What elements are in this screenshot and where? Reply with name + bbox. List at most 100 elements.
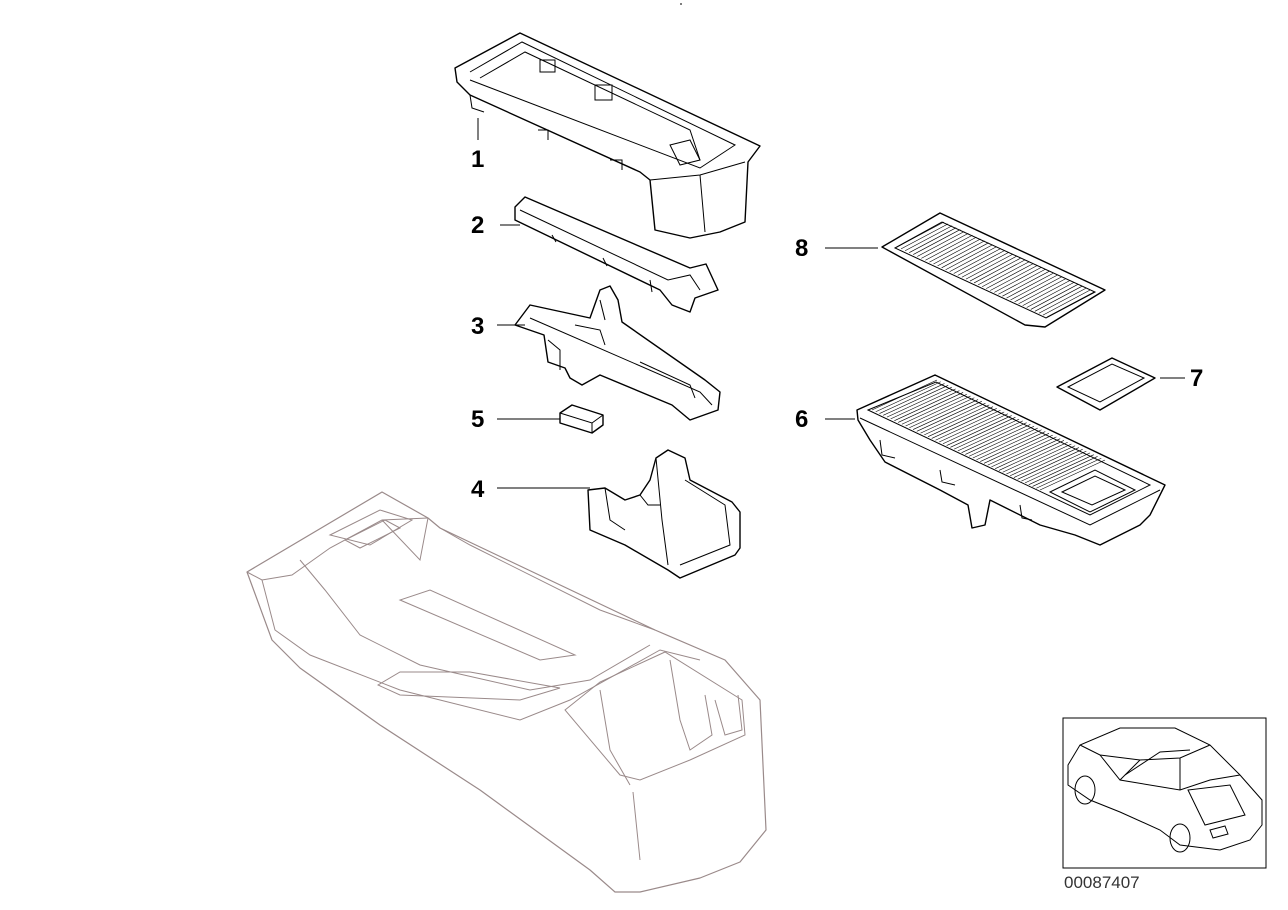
grille-slat <box>1018 278 1066 305</box>
part-1-storage-tray <box>454 32 761 239</box>
callout-numbers: 1 2 3 4 5 6 7 8 <box>471 146 1203 503</box>
car-icon <box>1067 727 1263 853</box>
grille-slat <box>949 246 997 272</box>
grille-slat <box>946 415 1012 446</box>
grille-slat <box>925 234 973 261</box>
grille-slat <box>961 252 1010 278</box>
grille-slat <box>983 433 1050 464</box>
grille-slat <box>957 250 1005 276</box>
grille-slat <box>1024 452 1091 484</box>
part-4-holder <box>587 449 741 579</box>
grille-slat <box>920 402 986 434</box>
grille-slat <box>1006 443 1072 475</box>
grille-slat <box>968 425 1035 457</box>
grille-slat <box>917 231 965 257</box>
center-console-outline <box>246 491 767 893</box>
grille-slat <box>1032 456 1098 487</box>
grille-slat <box>953 248 1001 274</box>
grille-slat <box>1010 445 1076 477</box>
grille-slat <box>981 261 1030 287</box>
vehicle-locator-inset <box>1062 717 1267 869</box>
reference-number: 00087407 <box>1064 873 1140 892</box>
grille-slat <box>957 420 1023 452</box>
grille-slat <box>890 388 956 420</box>
part-7-insert <box>1056 357 1156 411</box>
grille-slat <box>935 409 1001 441</box>
grille-slat <box>945 244 993 270</box>
grille-slat <box>1046 291 1095 318</box>
grille-slat <box>1002 270 1050 297</box>
grille-slat <box>976 429 1042 461</box>
grille-slat <box>1002 441 1068 473</box>
grille-slat <box>933 238 981 265</box>
grille-slat <box>924 404 990 436</box>
grille-slat <box>942 413 1009 445</box>
callout-3: 3 <box>471 313 484 340</box>
grille-slat <box>950 417 1016 448</box>
grille-slat <box>916 401 982 432</box>
grille-slat <box>894 390 960 421</box>
grille-slat <box>994 267 1042 293</box>
grille-slat <box>912 399 979 430</box>
grille-slat <box>965 253 1014 280</box>
part-3-bracket <box>514 285 721 421</box>
grille-slat <box>965 424 1031 455</box>
grille-slat <box>1013 447 1079 478</box>
callout-7: 7 <box>1190 365 1203 392</box>
grille-slat <box>969 255 1018 282</box>
grille-slat <box>905 395 971 427</box>
grille-slat <box>883 385 949 416</box>
grille-slat <box>990 265 1038 291</box>
stray-mark <box>680 3 682 5</box>
grille-slat <box>931 408 997 439</box>
callout-4: 4 <box>471 476 485 503</box>
grille-slat <box>986 263 1034 289</box>
part-6-tray <box>856 374 1166 546</box>
grille-slat <box>1017 449 1083 480</box>
grille-slat <box>1022 280 1070 306</box>
grille-slat <box>1026 282 1074 308</box>
grille-slat <box>980 431 1046 462</box>
grille-slat <box>879 383 945 414</box>
grille-slat <box>987 434 1053 466</box>
grille-slat <box>904 225 953 252</box>
grille-slat <box>954 418 1020 450</box>
part-6-slats <box>871 379 1106 491</box>
grille-slat <box>941 242 989 269</box>
grille-slat <box>913 229 961 255</box>
grille-slat <box>921 233 969 259</box>
grille-slat <box>875 381 941 413</box>
grille-slat <box>871 379 938 411</box>
grille-slat <box>1006 272 1054 299</box>
grille-slat <box>900 223 949 250</box>
grille-slat <box>1014 276 1062 303</box>
part-8-slats <box>896 221 1095 318</box>
grille-slat <box>939 411 1005 443</box>
grille-slat <box>1036 457 1102 489</box>
grille-slat <box>977 259 1026 286</box>
grille-slat <box>909 227 957 253</box>
grille-slat <box>1021 450 1087 482</box>
grille-slat <box>901 393 967 425</box>
grille-slat <box>998 440 1065 471</box>
grille-slat <box>1038 287 1087 314</box>
grille-slat <box>927 406 994 437</box>
grille-slat <box>929 236 977 263</box>
grille-slat <box>1042 289 1091 316</box>
grille-slat <box>886 386 953 418</box>
grille-slat <box>1030 284 1078 310</box>
part-2-trim-strip <box>514 196 719 313</box>
grille-slat <box>995 438 1061 469</box>
part-5-pad <box>559 404 604 434</box>
part-8-grille-cover <box>881 212 1106 328</box>
callout-6: 6 <box>795 406 808 433</box>
grille-slat <box>898 392 964 423</box>
callout-leaders <box>477 118 1185 489</box>
callout-1: 1 <box>471 146 484 173</box>
grille-slat <box>991 436 1057 468</box>
grille-slat <box>998 269 1046 295</box>
grille-slat <box>961 422 1027 453</box>
callout-8: 8 <box>795 235 808 262</box>
grille-slat <box>973 257 1022 284</box>
